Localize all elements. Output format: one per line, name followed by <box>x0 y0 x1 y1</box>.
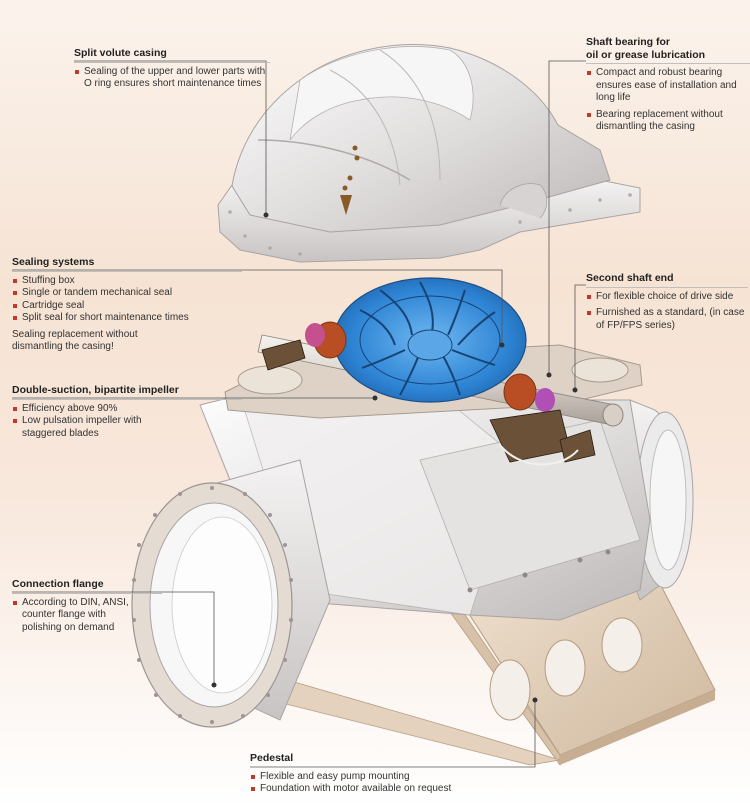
callout-note: Sealing replacement without dismantling … <box>12 328 138 353</box>
callout-title-line1: Shaft bearing for <box>586 36 671 48</box>
callout-title: Connection flange <box>12 578 162 594</box>
leader-dots <box>211 212 578 703</box>
callout-item: Split seal for short maintenance times <box>12 312 242 325</box>
callout-item: Bearing replacement without dismantling … <box>586 109 750 134</box>
callout-title: Second shaft end <box>586 272 748 288</box>
callout-title: Double-suction, bipartite impeller <box>12 384 242 400</box>
callout-item: Foundation with motor available on reque… <box>250 783 510 796</box>
upper-casing <box>217 44 641 263</box>
callout-split-volute-casing: Split volute casing Sealing of the upper… <box>74 47 270 91</box>
callout-shaft-bearing: Shaft bearing for oil or grease lubricat… <box>586 36 750 134</box>
callout-list: Sealing of the upper and lower parts wit… <box>74 66 270 91</box>
callout-list: Compact and robust bearing ensures ease … <box>586 67 750 134</box>
callout-list: Stuffing box Single or tandem mechanical… <box>12 275 242 325</box>
rotor-assembly <box>257 277 624 466</box>
callout-second-shaft-end: Second shaft end For flexible choice of … <box>586 272 748 332</box>
callout-sealing-systems: Sealing systems Stuffing box Single or t… <box>12 256 242 354</box>
callout-list: According to DIN, ANSI, counter flange w… <box>12 597 147 635</box>
callout-item: Flexible and easy pump mounting <box>250 771 510 784</box>
callout-item: According to DIN, ANSI, counter flange w… <box>12 597 147 635</box>
callout-title: Sealing systems <box>12 256 242 272</box>
callout-impeller: Double-suction, bipartite impeller Effic… <box>12 384 242 440</box>
callout-pedestal: Pedestal Flexible and easy pump mounting… <box>250 752 510 796</box>
callout-item: Efficiency above 90% <box>12 403 162 416</box>
callout-item: Stuffing box <box>12 275 242 288</box>
callout-item: Cartridge seal <box>12 300 242 313</box>
callout-item: Sealing of the upper and lower parts wit… <box>74 66 270 91</box>
callout-item: Single or tandem mechanical seal <box>12 287 242 300</box>
callout-title-line2: oil or grease lubrication <box>586 48 706 61</box>
callout-item: Furnished as a standard, (in case of FP/… <box>586 307 748 332</box>
callout-list: For flexible choice of drive side Furnis… <box>586 291 748 333</box>
callout-title: Split volute casing <box>74 47 270 63</box>
callout-list: Efficiency above 90% Low pulsation impel… <box>12 403 162 441</box>
callout-list: Flexible and easy pump mounting Foundati… <box>250 771 510 796</box>
callout-connection-flange: Connection flange According to DIN, ANSI… <box>12 578 162 634</box>
callout-title: Pedestal <box>250 752 510 768</box>
callout-item: Compact and robust bearing ensures ease … <box>586 67 750 105</box>
callout-title: Shaft bearing for oil or grease lubricat… <box>586 36 750 64</box>
callout-item: For flexible choice of drive side <box>586 291 748 304</box>
callout-item: Low pulsation impeller with staggered bl… <box>12 415 162 440</box>
